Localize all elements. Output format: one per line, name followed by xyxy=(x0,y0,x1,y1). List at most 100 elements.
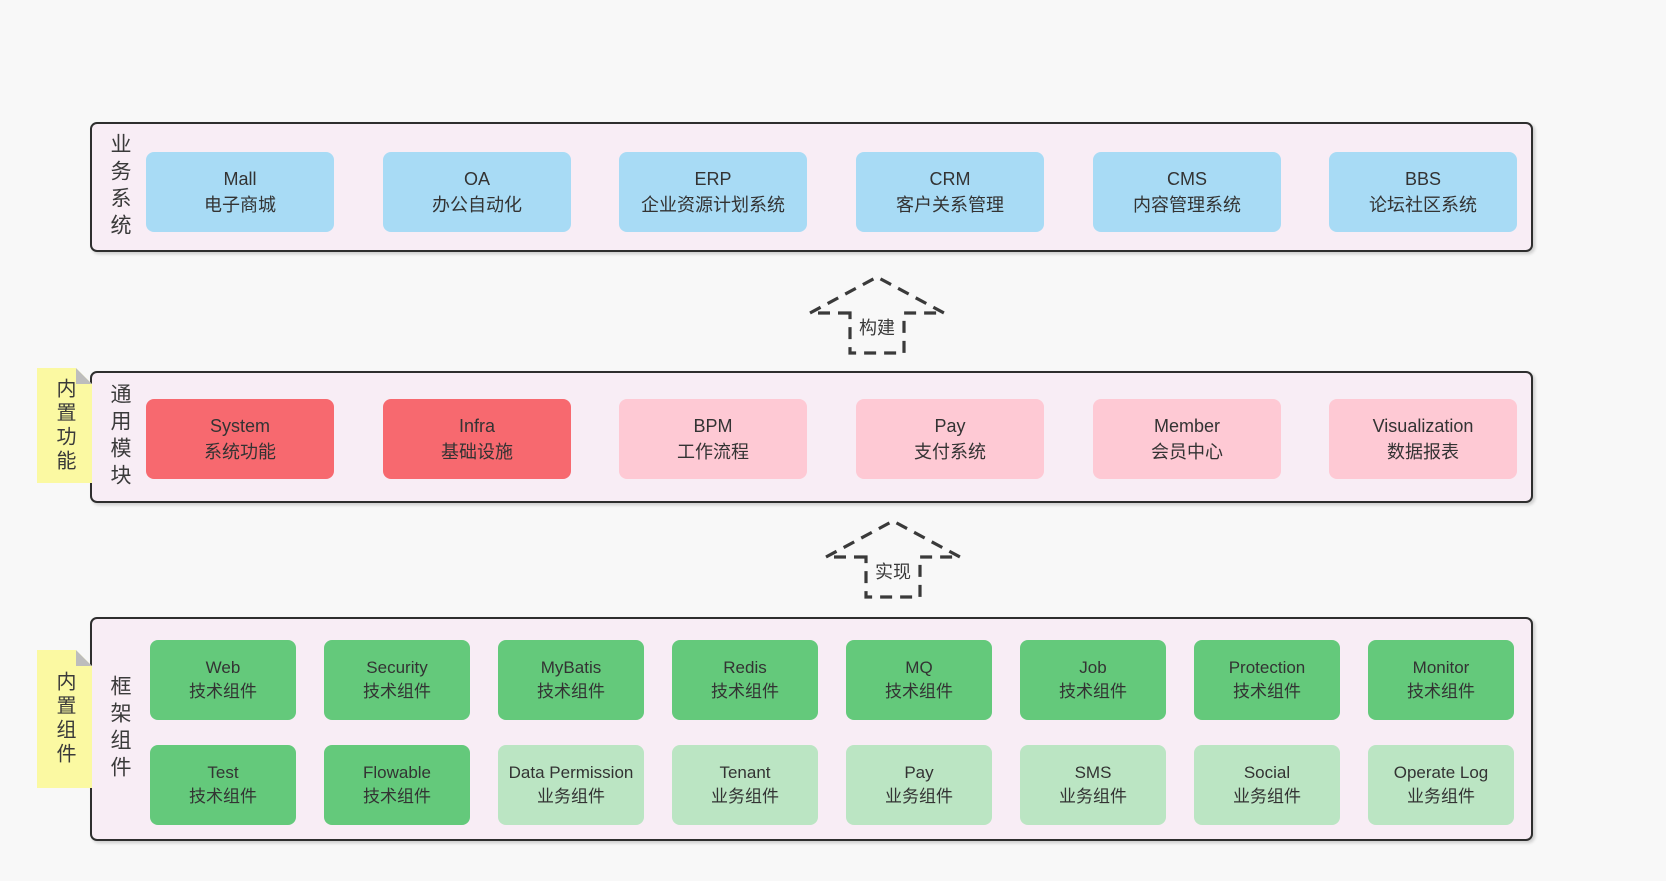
box-subtitle: 技术组件 xyxy=(189,787,257,806)
box-mall: Mall 电子商城 xyxy=(146,152,334,232)
box-subtitle: 业务组件 xyxy=(537,787,605,806)
panel-label-business-systems: 业务系统 xyxy=(104,124,134,250)
box-subtitle: 论坛社区系统 xyxy=(1369,195,1477,215)
box-subtitle: 技术组件 xyxy=(1233,682,1301,701)
box-subtitle: 支付系统 xyxy=(914,442,986,462)
box-cms: CMS 内容管理系统 xyxy=(1093,152,1281,232)
box-title: Operate Log xyxy=(1393,763,1489,782)
box-flowable: Flowable 技术组件 xyxy=(324,745,470,825)
sticky-note-builtin-components: 内置组件 xyxy=(37,650,92,788)
box-operate-log: Operate Log 业务组件 xyxy=(1368,745,1514,825)
box-subtitle: 客户关系管理 xyxy=(896,195,1004,215)
box-visualization: Visualization 数据报表 xyxy=(1329,399,1517,479)
box-title: BBS xyxy=(1404,169,1442,189)
box-data-permission: Data Permission 业务组件 xyxy=(498,745,644,825)
box-subtitle: 系统功能 xyxy=(204,442,276,462)
box-title: BPM xyxy=(693,416,733,436)
box-title: Web xyxy=(205,658,241,677)
box-tenant: Tenant 业务组件 xyxy=(672,745,818,825)
box-title: SMS xyxy=(1074,763,1112,782)
box-pay: Pay 支付系统 xyxy=(856,399,1044,479)
box-subtitle: 技术组件 xyxy=(1059,682,1127,701)
panel-label-common-modules: 通用模块 xyxy=(104,373,134,501)
box-bbs: BBS 论坛社区系统 xyxy=(1329,152,1517,232)
panel-label-text: 业务系统 xyxy=(108,133,131,241)
box-title: Infra xyxy=(458,416,496,436)
box-subtitle: 工作流程 xyxy=(677,442,749,462)
box-subtitle: 技术组件 xyxy=(363,682,431,701)
box-mybatis: MyBatis 技术组件 xyxy=(498,640,644,720)
box-subtitle: 技术组件 xyxy=(363,787,431,806)
box-title: Flowable xyxy=(362,763,432,782)
box-redis: Redis 技术组件 xyxy=(672,640,818,720)
box-title: Mall xyxy=(223,169,257,189)
panel-label-text: 框架组件 xyxy=(108,675,131,783)
box-erp: ERP 企业资源计划系统 xyxy=(619,152,807,232)
box-title: Redis xyxy=(723,658,767,677)
box-title: OA xyxy=(463,169,490,189)
box-title: Data Permission xyxy=(508,763,634,782)
box-subtitle: 业务组件 xyxy=(1059,787,1127,806)
implement-arrow: 实现 xyxy=(818,517,968,601)
box-subtitle: 业务组件 xyxy=(1233,787,1301,806)
sticky-note-builtin-features: 内置功能 xyxy=(37,368,92,483)
panel-common-modules: 通用模块 System 系统功能 Infra 基础设施 BPM 工作流程 Pay… xyxy=(90,371,1533,503)
panel-business-systems: 业务系统 Mall 电子商城 OA 办公自动化 ERP 企业资源计划系统 CRM… xyxy=(90,122,1533,252)
box-subtitle: 数据报表 xyxy=(1387,442,1459,462)
box-crm: CRM 客户关系管理 xyxy=(856,152,1044,232)
box-title: Security xyxy=(366,658,428,677)
box-mq: MQ 技术组件 xyxy=(846,640,992,720)
box-title: Member xyxy=(1153,416,1220,436)
box-title: System xyxy=(209,416,270,436)
box-social: Social 业务组件 xyxy=(1194,745,1340,825)
box-subtitle: 业务组件 xyxy=(885,787,953,806)
box-subtitle: 业务组件 xyxy=(711,787,779,806)
box-test: Test 技术组件 xyxy=(150,745,296,825)
box-monitor: Monitor 技术组件 xyxy=(1368,640,1514,720)
box-subtitle: 会员中心 xyxy=(1151,442,1223,462)
box-title: Job xyxy=(1079,658,1107,677)
panel-framework-components: 框架组件 Web 技术组件 Security 技术组件 MyBatis 技术组件… xyxy=(90,617,1533,841)
box-title: Pay xyxy=(934,416,966,436)
box-subtitle: 内容管理系统 xyxy=(1133,195,1241,215)
box-title: Test xyxy=(207,763,239,782)
box-member: Member 会员中心 xyxy=(1093,399,1281,479)
box-subtitle: 业务组件 xyxy=(1407,787,1475,806)
box-infra: Infra 基础设施 xyxy=(383,399,571,479)
box-title: ERP xyxy=(694,169,732,189)
box-subtitle: 基础设施 xyxy=(441,442,513,462)
sticky-note-text: 内置组件 xyxy=(53,671,75,767)
box-subtitle: 技术组件 xyxy=(885,682,953,701)
build-arrow: 构建 xyxy=(802,273,952,357)
box-pay-biz: Pay 业务组件 xyxy=(846,745,992,825)
sticky-note-text: 内置功能 xyxy=(53,377,75,474)
box-protection: Protection 技术组件 xyxy=(1194,640,1340,720)
implement-arrow-label: 实现 xyxy=(871,558,915,584)
box-system: System 系统功能 xyxy=(146,399,334,479)
box-sms: SMS 业务组件 xyxy=(1020,745,1166,825)
box-security: Security 技术组件 xyxy=(324,640,470,720)
box-subtitle: 办公自动化 xyxy=(432,195,522,215)
box-title: Monitor xyxy=(1412,658,1470,677)
panel-label-text: 通用模块 xyxy=(108,383,131,491)
box-subtitle: 技术组件 xyxy=(537,682,605,701)
box-title: MyBatis xyxy=(540,658,602,677)
box-job: Job 技术组件 xyxy=(1020,640,1166,720)
box-title: CMS xyxy=(1167,169,1207,189)
box-bpm: BPM 工作流程 xyxy=(619,399,807,479)
box-title: Visualization xyxy=(1372,416,1474,436)
build-arrow-label: 构建 xyxy=(855,314,899,340)
panel-label-framework-components: 框架组件 xyxy=(104,619,134,839)
box-title: Protection xyxy=(1228,658,1306,677)
box-subtitle: 技术组件 xyxy=(1407,682,1475,701)
box-web: Web 技术组件 xyxy=(150,640,296,720)
box-subtitle: 技术组件 xyxy=(189,682,257,701)
box-title: MQ xyxy=(905,658,933,677)
box-title: Social xyxy=(1243,763,1291,782)
box-title: Tenant xyxy=(719,763,771,782)
box-title: CRM xyxy=(929,169,971,189)
box-title: Pay xyxy=(904,763,934,782)
box-subtitle: 电子商城 xyxy=(204,195,276,215)
box-subtitle: 技术组件 xyxy=(711,682,779,701)
